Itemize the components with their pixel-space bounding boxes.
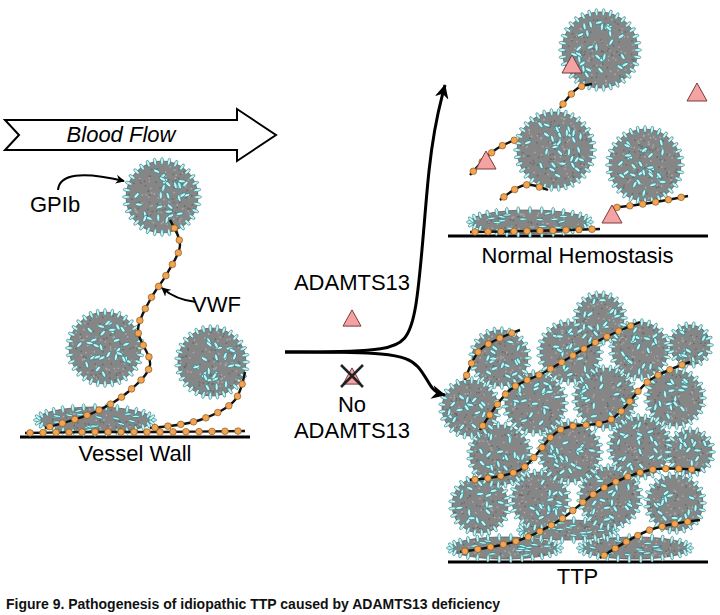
adamts13-triangle [343, 310, 361, 326]
